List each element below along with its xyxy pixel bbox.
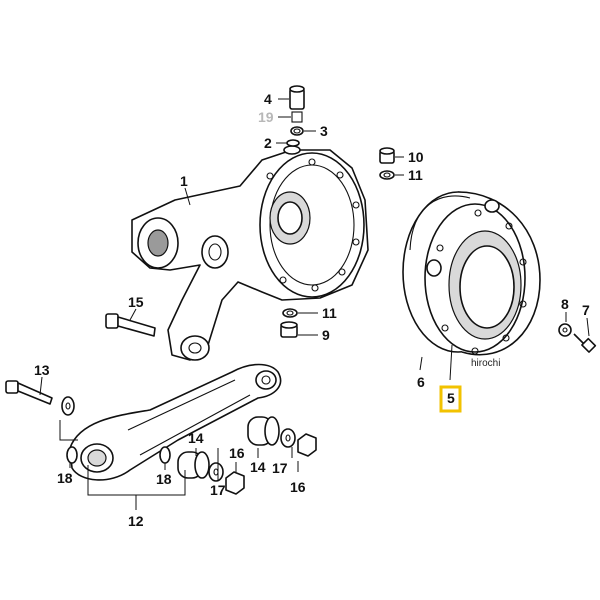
bolt-part-13	[5, 380, 75, 416]
nut-part-16-left	[225, 471, 245, 495]
callout-17-right: 17	[272, 460, 288, 476]
callout-7: 7	[582, 302, 590, 318]
callout-15: 15	[128, 294, 144, 310]
plug-part-10	[379, 147, 395, 164]
brake-disc-part-6	[402, 191, 541, 356]
watermark: hirochi	[471, 358, 500, 369]
washer-part-17-right	[280, 428, 296, 448]
washer-part-8	[558, 323, 572, 337]
washer-part-17-left	[208, 462, 224, 482]
cap-part-4	[289, 85, 305, 110]
screw-part-7	[573, 333, 597, 353]
callout-8: 8	[561, 296, 569, 312]
callouts: 4 19 3 2 1 10 11 15 11 9 13 8 7 6 5 hiro…	[34, 91, 590, 529]
callout-5: 5	[447, 390, 455, 406]
callout-12: 12	[128, 513, 144, 529]
linkage-part-12	[69, 363, 282, 481]
seal-part-11-lower	[282, 308, 298, 318]
leader-lines	[39, 98, 590, 510]
callout-18-right: 18	[156, 471, 172, 487]
callout-4: 4	[264, 91, 272, 107]
callout-2: 2	[264, 135, 272, 151]
o-ring-part-3	[290, 126, 304, 136]
swing-arm-housing	[131, 145, 369, 361]
highlight-box	[439, 385, 462, 413]
nut-part-9	[280, 321, 298, 338]
sleeve-part-19	[291, 111, 303, 123]
callout-16-upper: 16	[229, 445, 245, 461]
callout-14-right: 14	[250, 459, 266, 475]
nut-part-16-right	[297, 433, 317, 457]
bolt-part-15	[105, 313, 156, 337]
callout-10: 10	[408, 149, 424, 165]
callout-6: 6	[417, 374, 425, 390]
callout-18-left: 18	[57, 470, 73, 486]
callout-11-upper: 11	[408, 167, 423, 183]
washer-part-18-left	[66, 446, 78, 464]
callout-9: 9	[322, 327, 330, 343]
callout-3: 3	[320, 123, 328, 139]
washer-part-18-right	[159, 446, 171, 464]
washer-part-2	[286, 139, 300, 147]
bushing-part-14-left	[177, 451, 210, 479]
callout-16-lower: 16	[290, 479, 306, 495]
callout-19: 19	[258, 109, 274, 125]
callout-13: 13	[34, 362, 50, 378]
bushing-part-14-right	[247, 416, 280, 446]
callout-14-left: 14	[188, 430, 204, 446]
callout-1: 1	[180, 173, 188, 189]
callout-17-left: 17	[210, 482, 226, 498]
callout-11-lower: 11	[322, 305, 337, 321]
seal-part-11-upper	[379, 170, 395, 180]
